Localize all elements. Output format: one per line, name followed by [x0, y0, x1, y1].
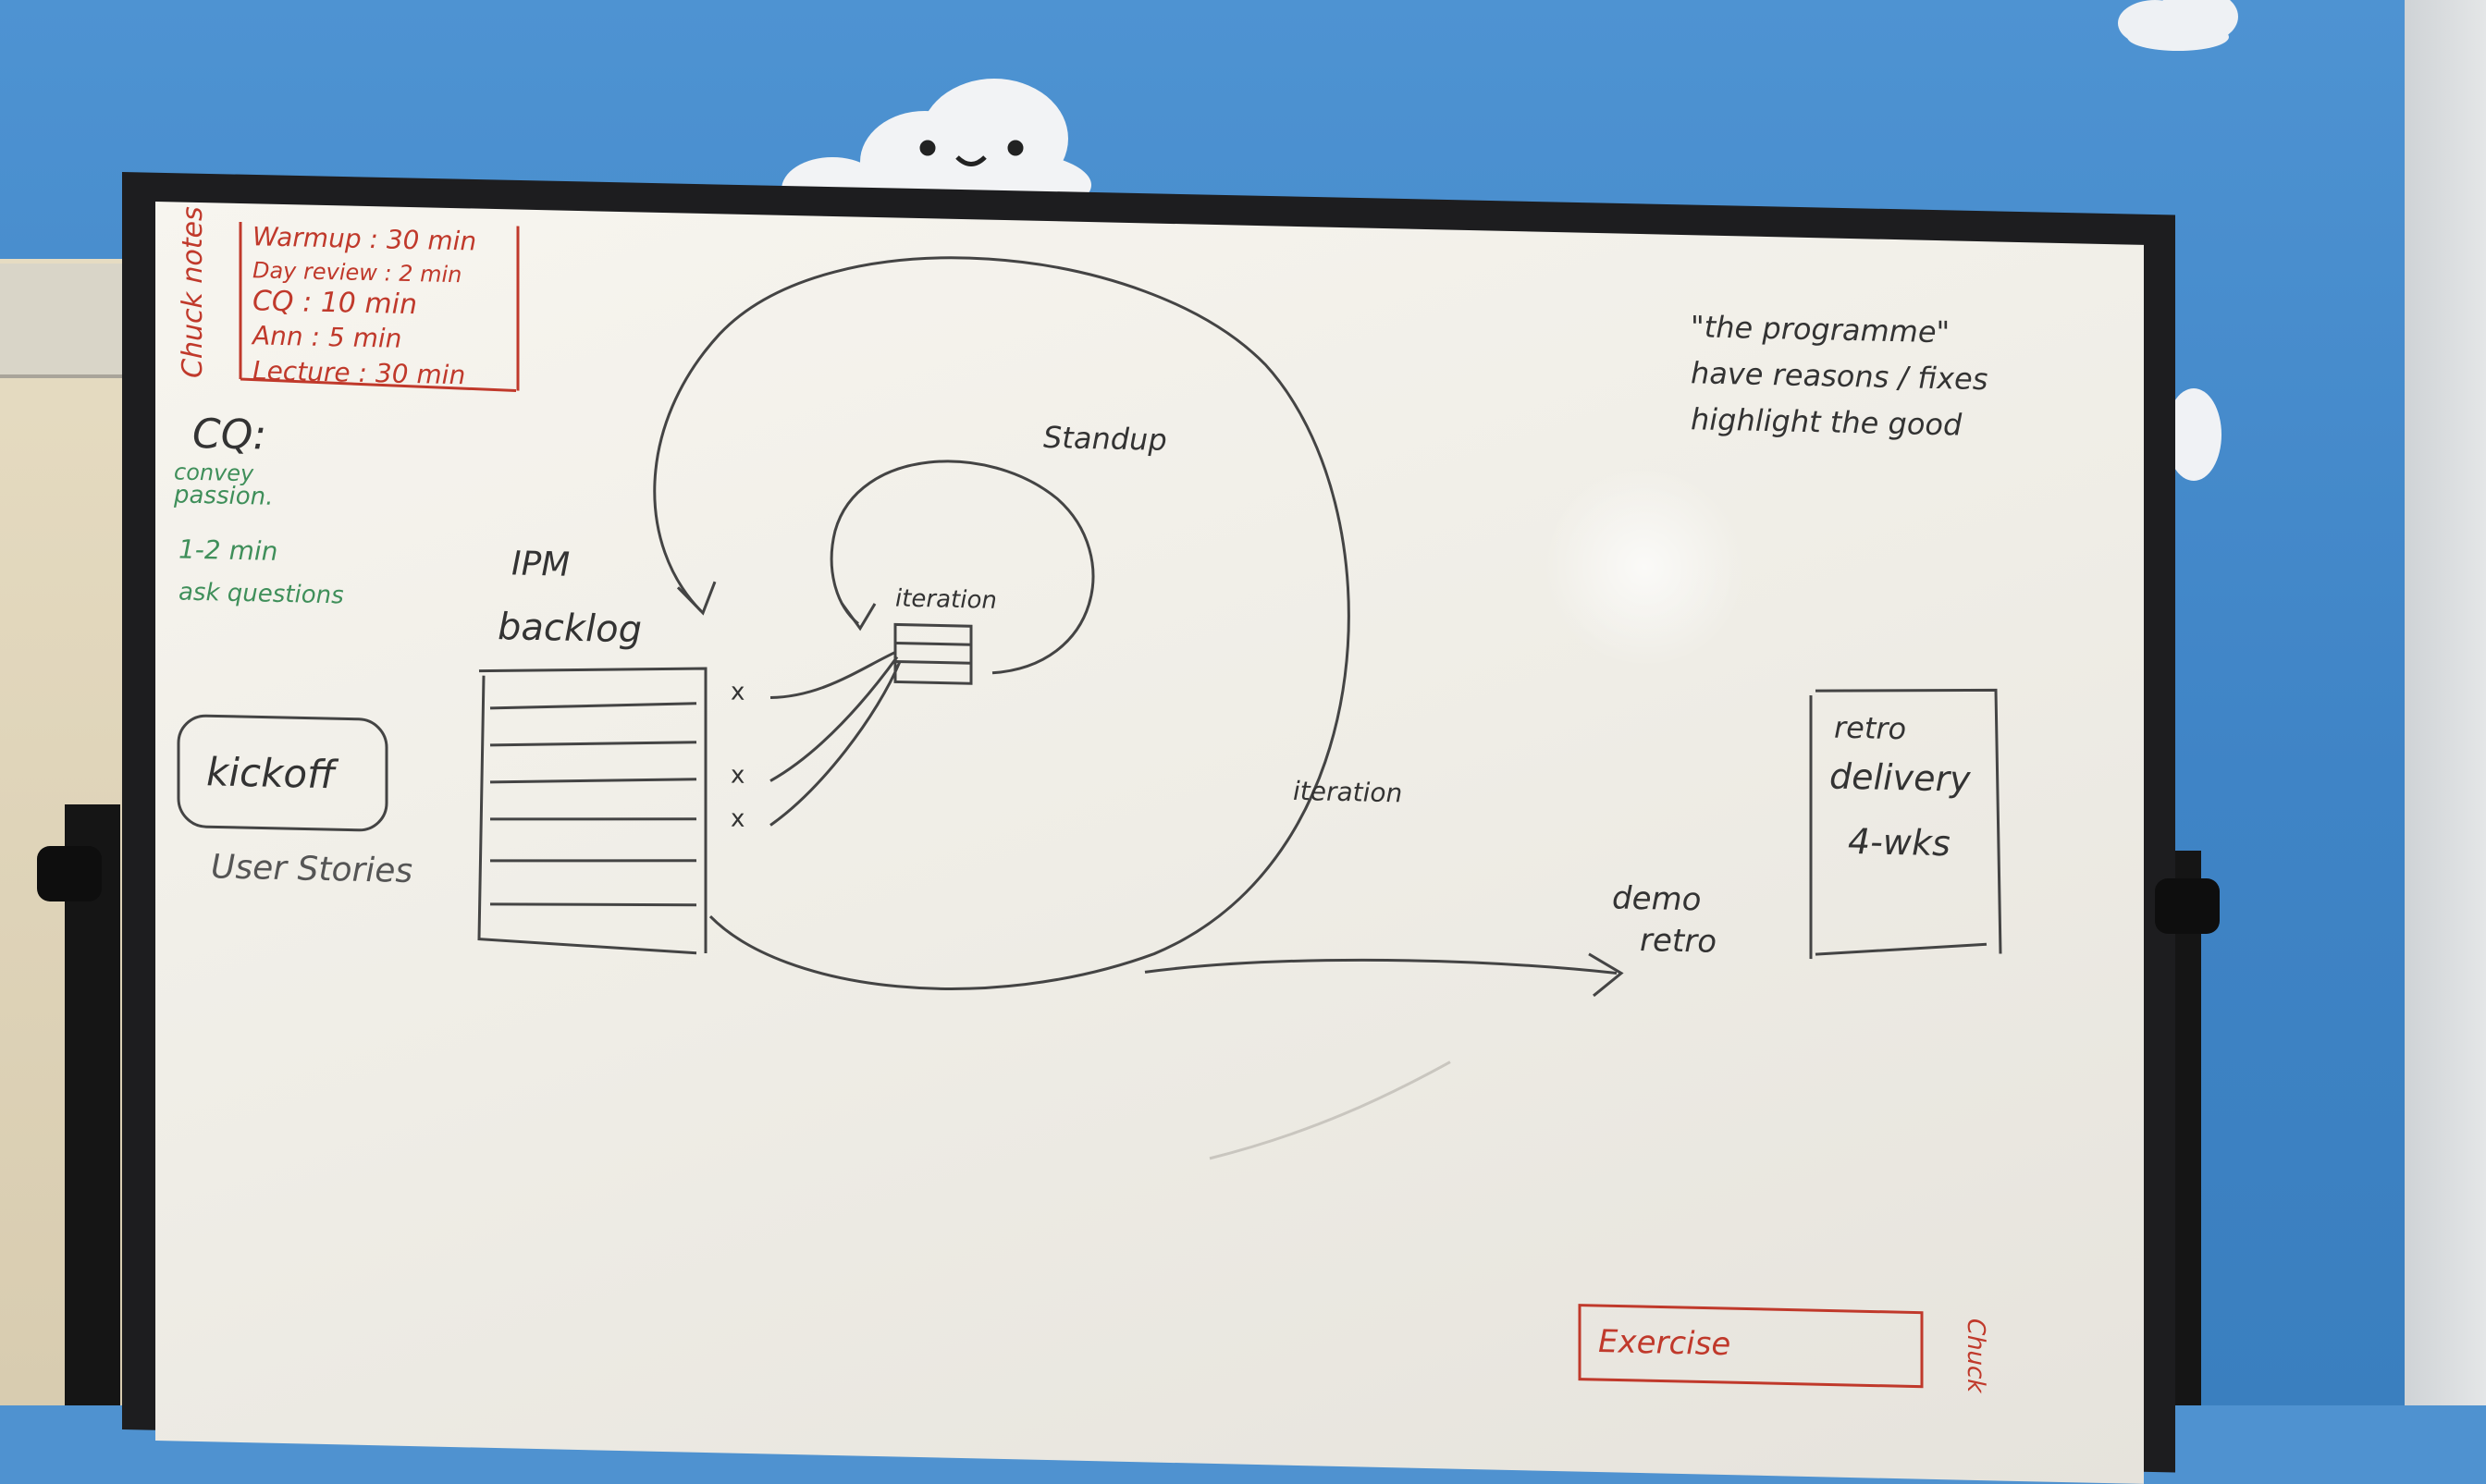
story-mark: x — [731, 679, 745, 706]
programme-notes: "the programme" have reasons / fixes hig… — [1691, 309, 1988, 442]
whiteboard: Chuck notes Warmup : 30 min Day review :… — [155, 202, 2144, 1484]
iteration-loop — [653, 256, 1350, 990]
story-mark: x — [731, 805, 745, 833]
cq-note: passion. — [173, 481, 273, 510]
programme-line: highlight the good — [1691, 401, 1963, 442]
schedule-item: Warmup : 30 min — [252, 221, 476, 256]
cq-heading: CQ: — [192, 411, 266, 460]
small-cloud — [2118, 0, 2238, 51]
delivery-arrowhead — [1588, 952, 1624, 998]
retro-box-line: retro — [1834, 710, 1906, 747]
schedule-item: Lecture : 30 min — [252, 355, 465, 390]
retro-delivery-box — [1809, 688, 2002, 960]
story-mark: x — [731, 762, 745, 790]
whiteboard-drawing: Chuck notes Warmup : 30 min Day review :… — [173, 206, 2002, 1394]
backlog-label: backlog — [498, 606, 642, 651]
stand-knob-left — [37, 846, 102, 901]
schedule-item: Ann : 5 min — [251, 320, 401, 354]
cloud-face — [919, 140, 1024, 166]
iteration-loop-arrowhead — [676, 581, 717, 616]
standup-loop-arrowhead — [840, 602, 877, 632]
cq-note: 1-2 min — [178, 534, 277, 567]
story-connectors — [769, 651, 902, 827]
stand-knob-right — [2155, 878, 2220, 934]
demo-label: demo — [1612, 879, 1701, 918]
retro-label: retro — [1640, 922, 1717, 961]
retro-box-line: delivery — [1829, 755, 1971, 799]
erased-smudge — [1209, 1061, 1451, 1160]
cq-note: ask questions — [178, 579, 344, 610]
programme-line: "the programme" — [1691, 309, 1950, 350]
iteration-box-label: iteration — [895, 584, 997, 614]
delivery-arrow — [1144, 958, 1618, 975]
schedule-item: CQ : 10 min — [252, 285, 417, 321]
cq-note: convey — [174, 459, 254, 486]
kickoff-box — [177, 714, 388, 832]
cq-notes: CQ: convey passion. 1-2 min ask question… — [173, 411, 344, 610]
schedule-box: Chuck notes Warmup : 30 min Day review :… — [177, 206, 520, 393]
user-stories-label: User Stories — [211, 848, 412, 890]
standup-label: Standup — [1043, 420, 1167, 458]
left-shelf — [0, 264, 125, 378]
exercise-box — [1578, 1304, 1924, 1389]
chuck-notes-label: Chuck notes — [177, 206, 209, 378]
iteration-box — [893, 622, 973, 685]
iteration-loop-label: iteration — [1293, 776, 1402, 809]
ipm-label: IPM — [511, 545, 570, 583]
board-stand-left — [65, 804, 120, 1405]
door-frame — [2405, 0, 2486, 1405]
exercise-label: Exercise — [1598, 1323, 1730, 1363]
standup-loop — [830, 460, 1095, 675]
backlog-list — [477, 667, 708, 955]
exercise-side-label: Chuck — [1962, 1318, 1989, 1394]
programme-line: have reasons / fixes — [1691, 355, 1988, 397]
kickoff-label: kickoff — [206, 749, 339, 797]
retro-box-line: 4-wks — [1848, 821, 1951, 864]
side-cloud — [2166, 388, 2221, 481]
schedule-item: Day review : 2 min — [252, 257, 462, 288]
